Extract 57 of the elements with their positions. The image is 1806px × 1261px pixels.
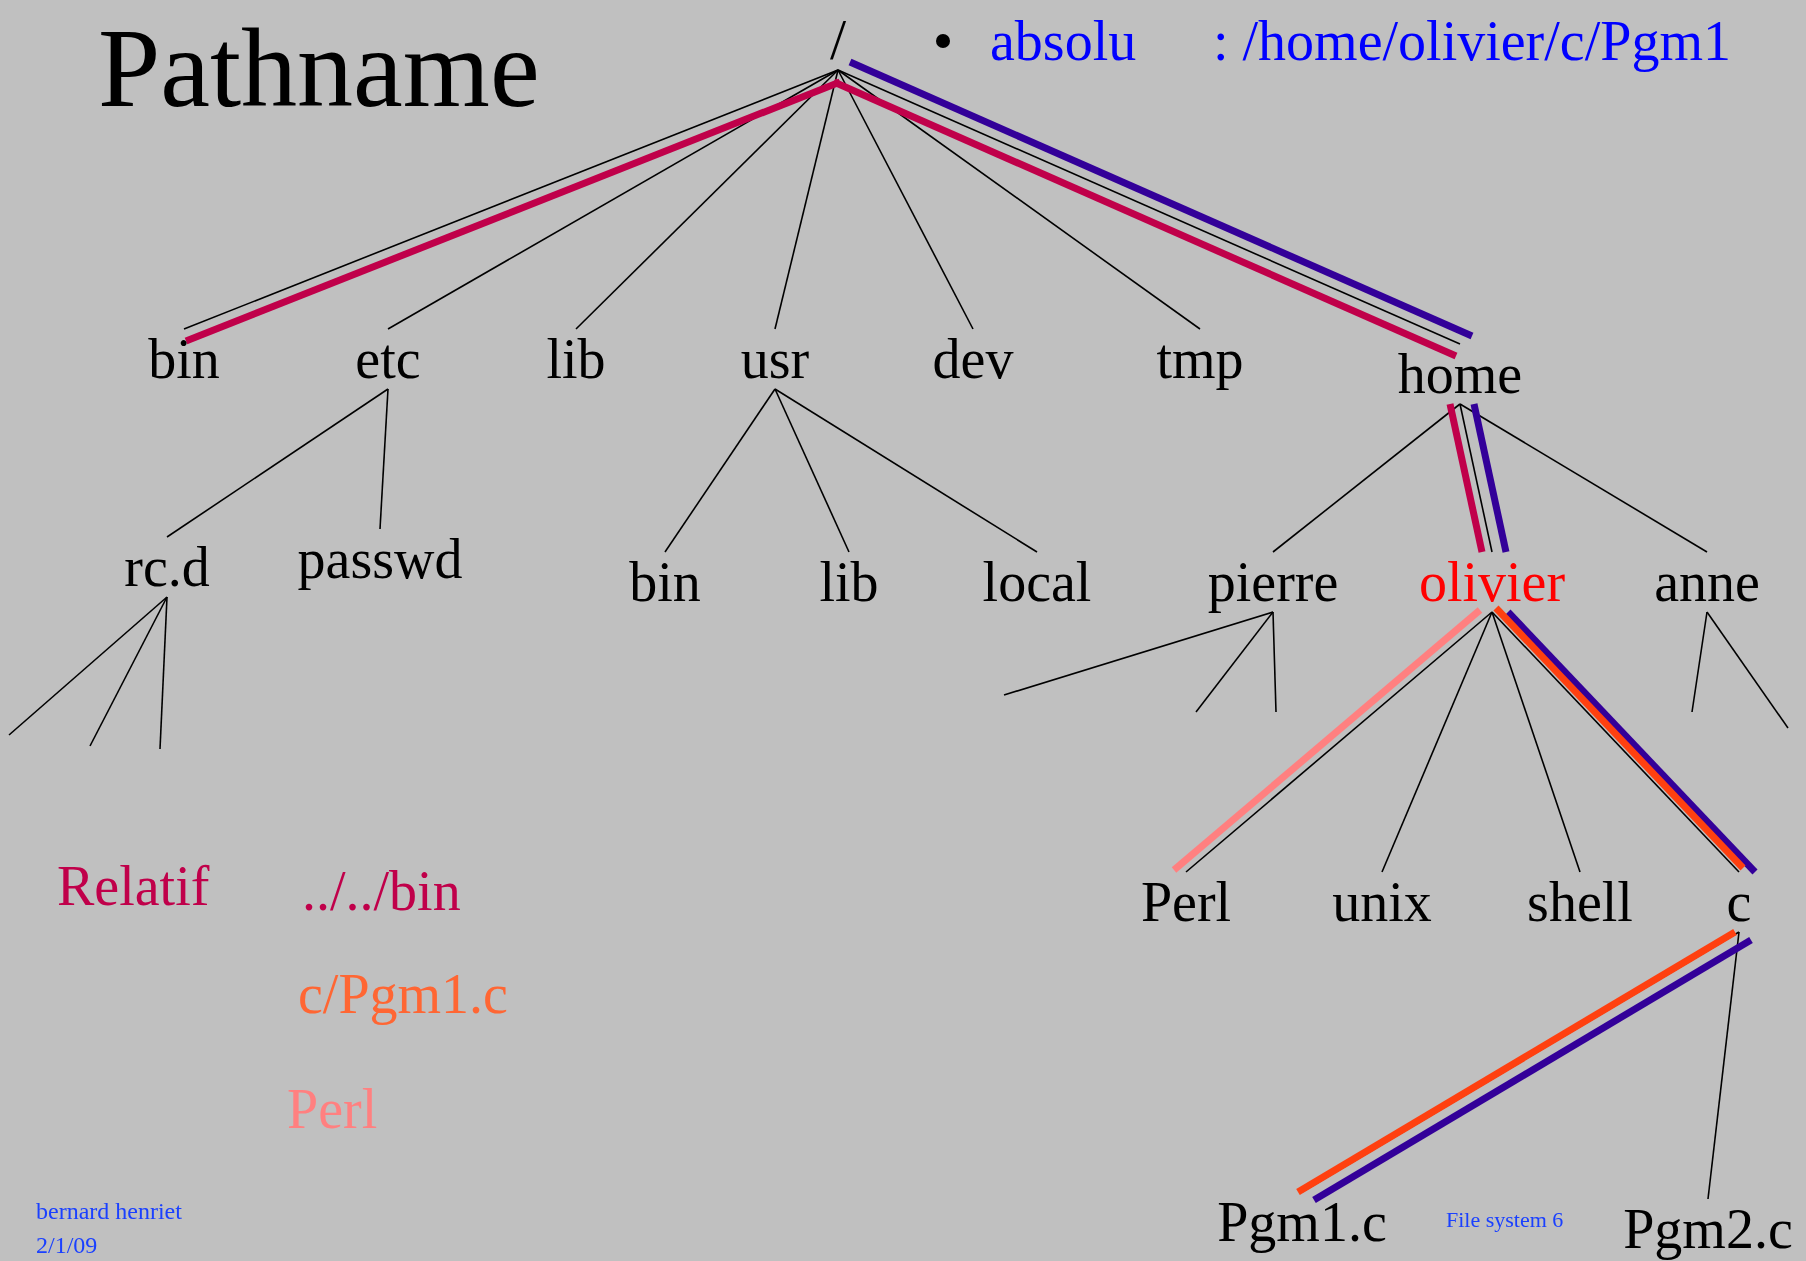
tree-branch-line (575, 69, 839, 330)
title: Pathname (98, 8, 540, 128)
path-highlight (1470, 403, 1510, 553)
tree-node-label: dev (930, 329, 1016, 389)
tree-node-label: unix (1330, 872, 1434, 932)
tree-branch-line (8, 596, 168, 736)
tree-node-label: home (1395, 344, 1525, 404)
tree-node-label: etc (353, 329, 423, 389)
note-text: : /home/olivier/c/Pgm1 (1213, 11, 1731, 73)
tree-branch-line (1459, 403, 1493, 553)
note-text: c/Pgm1.c (298, 964, 508, 1026)
tree-node-label: lib (544, 329, 608, 389)
tree-branch-line (379, 388, 389, 530)
note-text: bernard henriet (36, 1197, 182, 1225)
tree-node-label: bin (627, 552, 703, 612)
tree-node-label: local (980, 552, 1094, 612)
tree-branch-line (774, 69, 839, 330)
tree-node-label: rc.d (122, 537, 212, 597)
note-text: File system 6 (1446, 1207, 1564, 1233)
tree-branch-line (166, 388, 389, 538)
tree-node-label: Pgm1.c (1215, 1192, 1389, 1252)
tree-node-label: lib (817, 552, 881, 612)
tree-branch-line (387, 69, 839, 330)
note-text: Relatif (57, 856, 210, 918)
tree-branch-line (1003, 611, 1274, 696)
tree-branch-line (1272, 611, 1277, 713)
tree-node-label: Perl (1138, 872, 1234, 932)
tree-branch-line (1195, 611, 1274, 713)
tree-node-label: usr (738, 329, 812, 389)
tree-node-label: pierre (1205, 552, 1341, 612)
tree-branch-line (159, 596, 168, 750)
tree-node-label: anne (1652, 552, 1762, 612)
tree-branch-line (1381, 611, 1493, 873)
note-text: Perl (287, 1079, 378, 1141)
tree-branch-line (664, 388, 776, 553)
tree-node-label: olivier (1416, 552, 1568, 612)
tree-branch-line (1691, 611, 1708, 713)
tree-branch-line (837, 69, 1201, 330)
tree-node-label: shell (1525, 872, 1635, 932)
tree-branch-line (1491, 611, 1581, 873)
tree-branch-line (837, 69, 974, 330)
tree-branch-line (1706, 611, 1789, 729)
tree-node-label: bin (146, 329, 222, 389)
tree-branch-line (89, 596, 168, 747)
tree-node-label: passwd (295, 529, 465, 589)
note-text: ../../bin (302, 861, 461, 923)
tree-branch-line (1459, 403, 1708, 553)
path-highlight (1446, 403, 1486, 553)
note-text: 2/1/09 (36, 1231, 98, 1259)
tree-node-label: tmp (1154, 329, 1246, 389)
tree-branch-line (1272, 403, 1461, 553)
tree-node-label: Pgm2.c (1621, 1199, 1795, 1259)
tree-node-label: c (1724, 872, 1754, 932)
note-text: absolu (990, 11, 1137, 73)
tree-node-label: / (827, 10, 849, 70)
tree-branch-line (774, 388, 850, 553)
tree-branch-line (774, 388, 1038, 553)
